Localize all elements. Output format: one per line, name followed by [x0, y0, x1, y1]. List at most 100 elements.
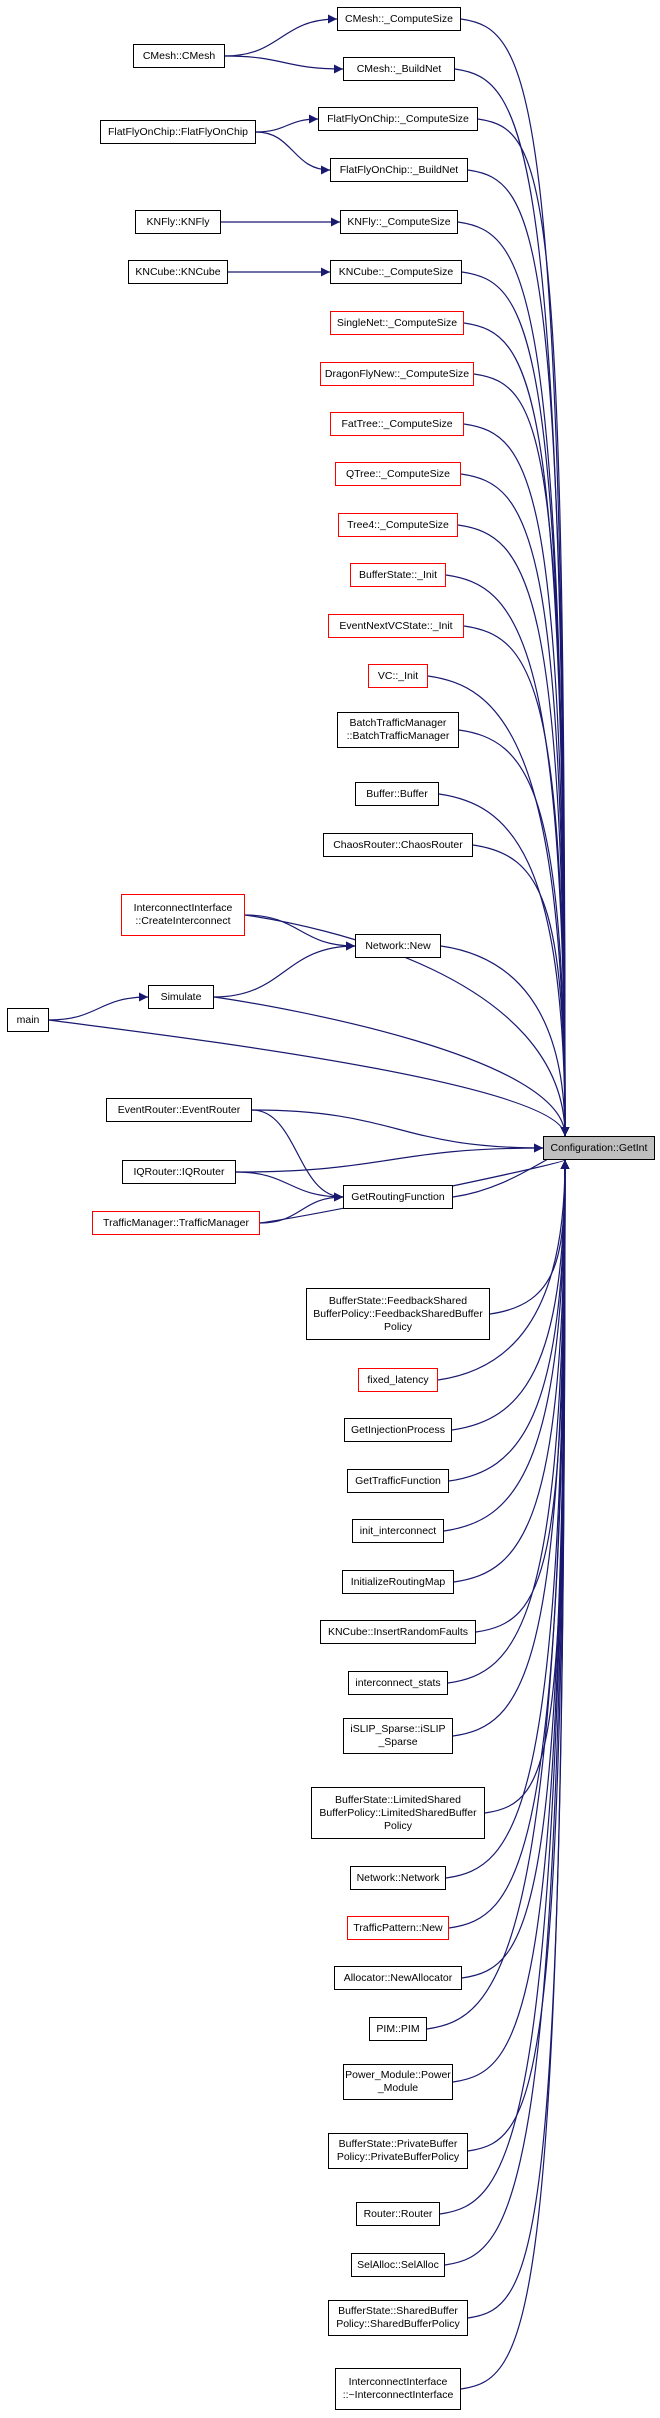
node-label: BufferState::PrivateBuffer Policy::Priva… — [336, 2138, 460, 2163]
node-fixed-latency[interactable]: fixed_latency — [358, 1368, 438, 1392]
node-iqrouter[interactable]: IQRouter::IQRouter — [122, 1160, 236, 1184]
node-label: FlatFlyOnChip::FlatFlyOnChip — [107, 125, 249, 138]
node-kncube-computesize[interactable]: KNCube::_ComputeSize — [330, 260, 462, 284]
node-fattree-computesize[interactable]: FatTree::_ComputeSize — [330, 412, 464, 436]
node-bufferstate-init[interactable]: BufferState::_Init — [350, 563, 446, 587]
node-flatfly-ctor[interactable]: FlatFlyOnChip::FlatFlyOnChip — [100, 120, 256, 144]
edge-flatfly-ctor-to-flatfly-computesize — [255, 114, 319, 133]
node-label: CMesh::_ComputeSize — [345, 12, 453, 25]
node-cmesh-cmesh[interactable]: CMesh::CMesh — [133, 44, 225, 68]
node-simulate[interactable]: Simulate — [148, 985, 214, 1009]
node-allocator-new[interactable]: Allocator::NewAllocator — [334, 1966, 462, 1990]
node-label: InterconnectInterface ::~InterconnectInt… — [342, 2376, 454, 2401]
edge-iqrouter-to-getroutingfunction — [235, 1171, 344, 1202]
node-eventrouter[interactable]: EventRouter::EventRouter — [106, 1098, 252, 1122]
node-islip-sparse[interactable]: iSLIP_Sparse::iSLIP _Sparse — [343, 1718, 453, 1754]
node-eventnext-init[interactable]: EventNextVCState::_Init — [328, 614, 464, 638]
node-label: BufferState::SharedBuffer Policy::Shared… — [336, 2305, 460, 2330]
edge-eventnext-init-to-getint — [463, 625, 570, 1137]
node-label: main — [16, 1013, 40, 1026]
node-label: Router::Router — [363, 2207, 433, 2220]
node-feedbackshared[interactable]: BufferState::FeedbackShared BufferPolicy… — [306, 1288, 490, 1340]
edge-main-to-getint — [48, 1019, 570, 1137]
node-qtree-computesize[interactable]: QTree::_ComputeSize — [335, 462, 461, 486]
node-label: GetInjectionProcess — [351, 1423, 445, 1436]
node-gettrafficfunction[interactable]: GetTrafficFunction — [347, 1469, 449, 1493]
node-buffer-buffer[interactable]: Buffer::Buffer — [355, 782, 439, 806]
node-chaosrouter[interactable]: ChaosRouter::ChaosRouter — [323, 833, 473, 857]
edge-init-interconnect-to-getint — [443, 1159, 570, 1532]
node-flatfly-buildnet[interactable]: FlatFlyOnChip::_BuildNet — [330, 158, 468, 182]
node-label: fixed_latency — [367, 1373, 429, 1386]
node-label: Tree4::_ComputeSize — [347, 518, 449, 531]
node-knfly-ctor[interactable]: KNFly::KNFly — [135, 210, 221, 234]
node-label: EventNextVCState::_Init — [339, 619, 453, 632]
node-privatebuffer[interactable]: BufferState::PrivateBuffer Policy::Priva… — [328, 2133, 468, 2169]
node-interconnect-dtor[interactable]: InterconnectInterface ::~InterconnectInt… — [335, 2368, 461, 2410]
node-label: CMesh::CMesh — [142, 49, 216, 62]
edge-simulate-to-getint — [213, 996, 570, 1137]
edge-initializeroutingmap-to-getint — [453, 1159, 570, 1583]
node-init-interconnect[interactable]: init_interconnect — [352, 1519, 444, 1543]
node-label: PIM::PIM — [376, 2022, 420, 2035]
node-label: Configuration::GetInt — [550, 1141, 648, 1154]
node-label: EventRouter::EventRouter — [117, 1103, 241, 1116]
edge-tree4-computesize-to-getint — [457, 524, 570, 1137]
node-singlenet-computesize[interactable]: SingleNet::_ComputeSize — [330, 311, 464, 335]
node-label: InterconnectInterface ::CreateInterconne… — [133, 902, 233, 927]
node-interconnect-stats[interactable]: interconnect_stats — [348, 1671, 448, 1695]
node-cmesh-computesize[interactable]: CMesh::_ComputeSize — [337, 7, 461, 31]
node-dragonfly-computesize[interactable]: DragonFlyNew::_ComputeSize — [320, 362, 474, 386]
edge-router-router-to-getint — [439, 1159, 570, 2215]
node-label: FatTree::_ComputeSize — [341, 417, 453, 430]
node-power-module[interactable]: Power_Module::Power _Module — [343, 2064, 453, 2100]
node-getroutingfunction[interactable]: GetRoutingFunction — [343, 1185, 453, 1209]
node-kncube-insertfaults[interactable]: KNCube::InsertRandomFaults — [320, 1620, 476, 1644]
node-label: TrafficPattern::New — [353, 1921, 443, 1934]
node-main[interactable]: main — [7, 1008, 49, 1032]
node-batchtraffic[interactable]: BatchTrafficManager ::BatchTrafficManage… — [337, 712, 459, 748]
node-router-router[interactable]: Router::Router — [356, 2202, 440, 2226]
node-initializeroutingmap[interactable]: InitializeRoutingMap — [342, 1570, 454, 1594]
edge-interconnect-create-to-network-new — [244, 914, 356, 951]
node-limitedshared[interactable]: BufferState::LimitedShared BufferPolicy:… — [311, 1787, 485, 1839]
node-trafficpattern-new[interactable]: TrafficPattern::New — [347, 1916, 449, 1940]
node-kncube-ctor[interactable]: KNCube::KNCube — [128, 260, 228, 284]
edge-chaosrouter-to-getint — [472, 844, 570, 1137]
edge-qtree-computesize-to-getint — [460, 473, 570, 1137]
node-label: SelAlloc::SelAlloc — [357, 2258, 439, 2271]
node-trafficmanager[interactable]: TrafficManager::TrafficManager — [92, 1211, 260, 1235]
node-network-new[interactable]: Network::New — [355, 934, 441, 958]
edge-fattree-computesize-to-getint — [463, 423, 570, 1137]
edge-cmesh-cmesh-to-cmesh-computesize — [224, 14, 338, 57]
node-label: FlatFlyOnChip::_BuildNet — [339, 163, 459, 176]
edge-interconnect-stats-to-getint — [447, 1159, 570, 1684]
node-getint: Configuration::GetInt — [543, 1136, 655, 1160]
node-flatfly-computesize[interactable]: FlatFlyOnChip::_ComputeSize — [318, 107, 478, 131]
node-vc-init[interactable]: VC::_Init — [368, 664, 428, 688]
node-tree4-computesize[interactable]: Tree4::_ComputeSize — [338, 513, 458, 537]
node-interconnect-create[interactable]: InterconnectInterface ::CreateInterconne… — [121, 894, 245, 936]
node-selalloc[interactable]: SelAlloc::SelAlloc — [351, 2253, 445, 2277]
edge-batchtraffic-to-getint — [458, 729, 570, 1137]
node-label: iSLIP_Sparse::iSLIP _Sparse — [350, 1723, 446, 1748]
node-label: GetTrafficFunction — [355, 1474, 441, 1487]
node-getinjectionprocess[interactable]: GetInjectionProcess — [344, 1418, 452, 1442]
node-pim-pim[interactable]: PIM::PIM — [369, 2017, 427, 2041]
node-label: Simulate — [160, 990, 202, 1003]
node-label: Allocator::NewAllocator — [343, 1971, 453, 1984]
node-label: VC::_Init — [377, 669, 419, 682]
edge-main-to-simulate — [48, 992, 149, 1021]
node-label: interconnect_stats — [355, 1676, 441, 1689]
node-label: InitializeRoutingMap — [350, 1575, 446, 1588]
edge-trafficmanager-to-getroutingfunction — [259, 1192, 344, 1224]
edge-flatfly-computesize-to-getint — [477, 118, 570, 1137]
node-label: KNCube::_ComputeSize — [338, 265, 454, 278]
node-cmesh-buildnet[interactable]: CMesh::_BuildNet — [343, 57, 455, 81]
node-label: TrafficManager::TrafficManager — [103, 1216, 249, 1229]
edge-cmesh-cmesh-to-cmesh-buildnet — [224, 55, 344, 74]
node-network-network[interactable]: Network::Network — [350, 1866, 446, 1890]
node-knfly-computesize[interactable]: KNFly::_ComputeSize — [340, 210, 458, 234]
node-sharedbuffer[interactable]: BufferState::SharedBuffer Policy::Shared… — [328, 2300, 468, 2336]
edge-singlenet-computesize-to-getint — [463, 322, 570, 1137]
